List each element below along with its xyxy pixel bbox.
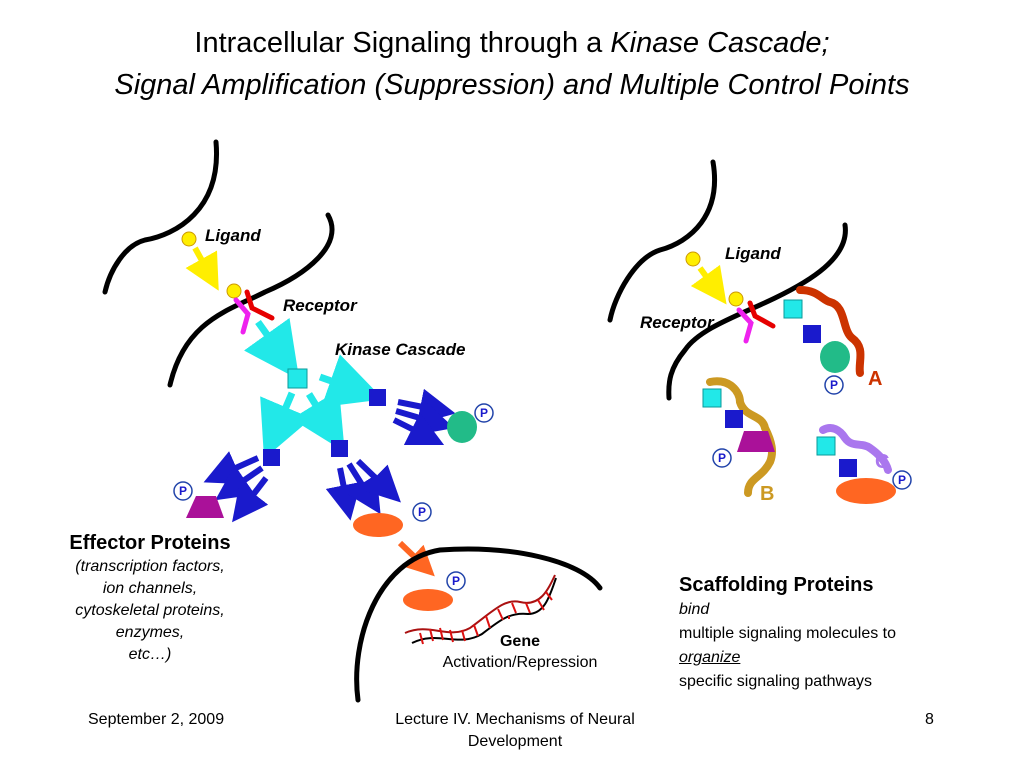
left-ligand — [181, 231, 242, 299]
scaffolding-proteins-block: Scaffolding Proteins bind multiple signa… — [679, 572, 896, 694]
phospho-marks-left — [173, 403, 494, 591]
kinase-arrows-cyan — [243, 317, 384, 459]
effector-line: (transcription factors, — [75, 558, 225, 575]
scaffold-line: multiple signaling molecules to — [679, 625, 896, 642]
effector-teal — [447, 411, 477, 443]
title-plain: Intracellular Signaling through a — [194, 27, 611, 59]
phospho-label: P — [418, 505, 426, 519]
phospho-label: P — [452, 574, 460, 588]
gene-label: Gene — [499, 633, 540, 650]
effector-line: cytoskeletal proteins, — [75, 602, 225, 619]
nucleus-membrane — [354, 546, 603, 703]
footer-date: September 2, 2009 — [88, 711, 225, 728]
footer-page-number: 8 — [925, 711, 934, 728]
scaffold-a-kinase-2 — [803, 325, 821, 343]
effector-trapezoid — [186, 496, 224, 518]
kinase-2-square — [369, 389, 386, 406]
scaffold-c — [819, 424, 892, 474]
gene-label-block: Gene Activation/Repression — [420, 632, 620, 674]
phospho-marks-right — [712, 375, 912, 490]
scaffold-b-kinase-1 — [702, 388, 722, 408]
kinase-arrows-blue — [203, 388, 456, 523]
right-receptor — [736, 300, 776, 344]
scaffold-b-kinase-2 — [725, 410, 743, 428]
kinase-cascade-label: Kinase Cascade — [335, 340, 466, 359]
scaffold-b-effector — [737, 431, 775, 452]
phospho-label: P — [179, 484, 187, 498]
effector-line: enzymes, — [115, 624, 185, 641]
transcription-factor — [403, 589, 453, 611]
left-receptor-label: Receptor — [283, 296, 357, 315]
phospho-label: P — [898, 473, 906, 487]
scaffold-a-effector — [820, 341, 850, 373]
scaffold-a-label: A — [868, 368, 882, 390]
title-line-1: Intracellular Signaling through a Kinase… — [0, 26, 1024, 60]
scaffold-heading: Scaffolding Proteins — [679, 574, 874, 596]
effector-heading: Effector Proteins — [69, 532, 231, 554]
scaffold-c-label: C — [875, 451, 889, 473]
left-membrane — [102, 139, 335, 388]
title-italic: Kinase Cascade; — [610, 27, 830, 59]
effector-line: etc…) — [128, 646, 172, 663]
phospho-label: P — [718, 451, 726, 465]
scaffold-c-kinase-2 — [839, 459, 857, 477]
title-line-2: Signal Amplification (Suppression) and M… — [114, 69, 910, 101]
scaffold-a — [796, 286, 865, 377]
kinase-1-square — [287, 368, 308, 389]
gene-sublabel: Activation/Repression — [442, 654, 598, 671]
right-ligand-label: Ligand — [725, 244, 781, 263]
right-receptor-label: Receptor — [640, 313, 714, 332]
dna-helix-icon — [404, 574, 557, 645]
scaffold-c-kinase-1 — [816, 436, 836, 456]
effector-line: ion channels, — [102, 580, 198, 597]
scaffold-b-label: B — [760, 483, 774, 505]
right-ligand — [685, 251, 744, 307]
scaffold-line-organize: organize — [679, 649, 741, 666]
scaffold-c-effector — [836, 478, 896, 504]
effector-proteins-block: Effector Proteins (transcription factors… — [20, 530, 280, 666]
footer-lecture: Lecture IV. Mechanisms of Neural Develop… — [395, 711, 635, 750]
scaffold-line: specific signaling pathways — [679, 673, 872, 690]
left-ligand-label: Ligand — [205, 226, 261, 245]
phospho-label: P — [830, 378, 838, 392]
scaffold-a-kinase-1 — [783, 299, 803, 319]
effector-orange — [353, 513, 403, 537]
nucleus-arrow — [397, 540, 435, 577]
kinase-2-square — [331, 440, 348, 457]
right-membrane — [607, 159, 848, 401]
kinase-2-square — [263, 449, 280, 466]
scaffold-b — [706, 377, 777, 497]
scaffold-line-bind: bind — [679, 601, 710, 618]
phospho-label: P — [480, 406, 488, 420]
